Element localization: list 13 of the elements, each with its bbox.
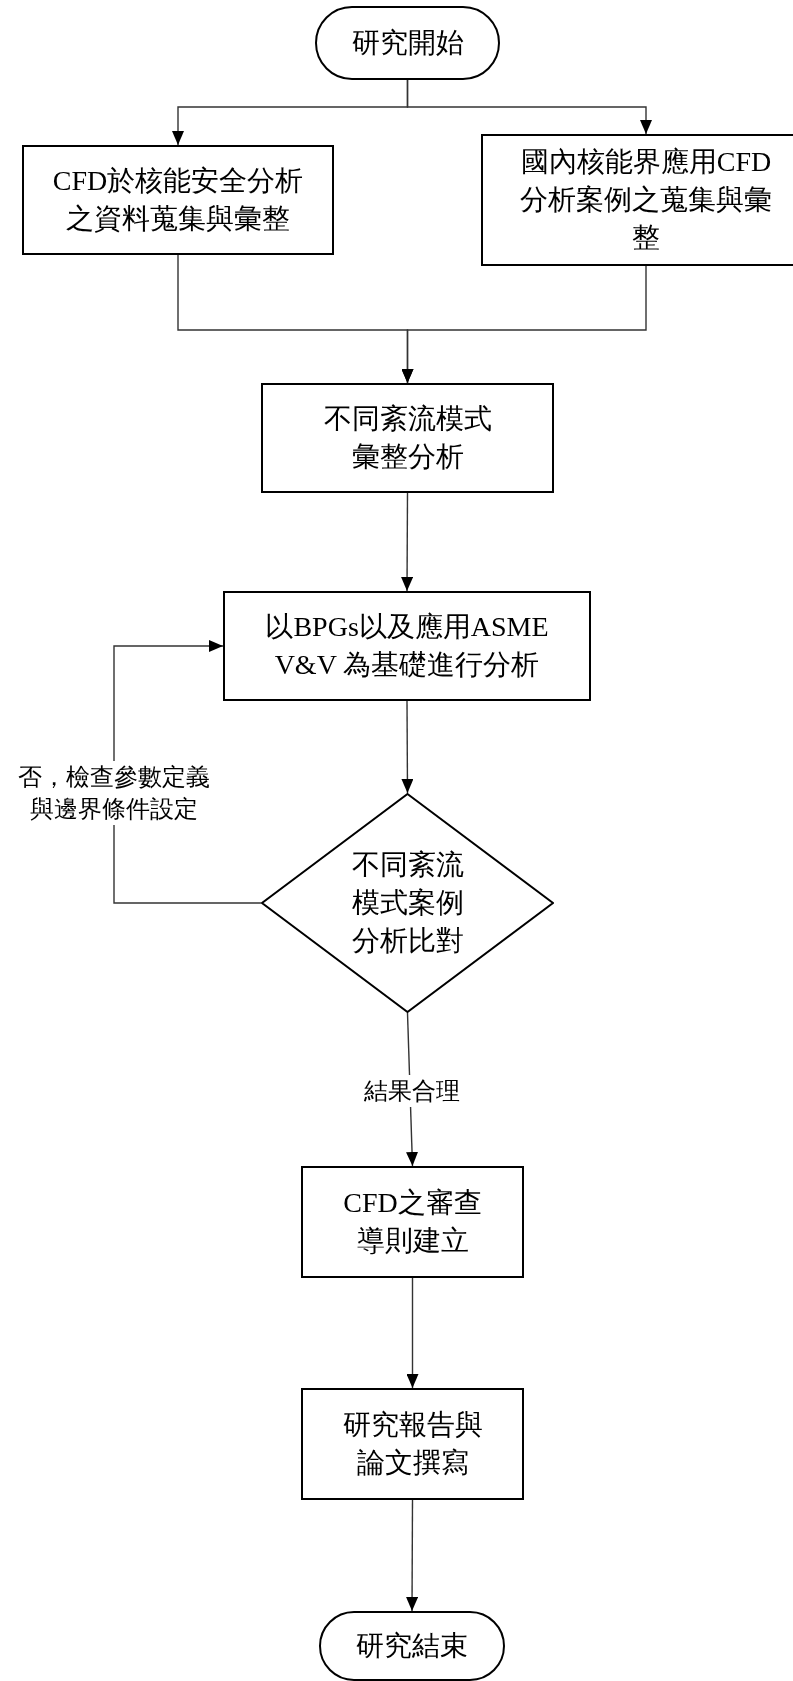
arrow [406,79,652,135]
process-box: 不同紊流模式彙整分析 [261,383,554,493]
process-box: CFD於核能安全分析之資料蒐集與彙整 [22,145,334,255]
arrow [401,265,647,384]
process-box: CFD之審查導則建立 [301,1166,524,1278]
arrow [406,1277,419,1389]
process-box: 國內核能界應用CFD分析案例之蒐集與彙整 [481,134,793,266]
process-box: 以BPGs以及應用ASME V&V 為基礎進行分析 [223,591,591,701]
arrow [401,700,414,794]
arrow [406,1499,419,1612]
arrow [401,492,414,592]
process-box: 研究報告與論文撰寫 [301,1388,524,1500]
decision-diamond: 不同紊流模式案例分析比對 [261,793,554,1013]
